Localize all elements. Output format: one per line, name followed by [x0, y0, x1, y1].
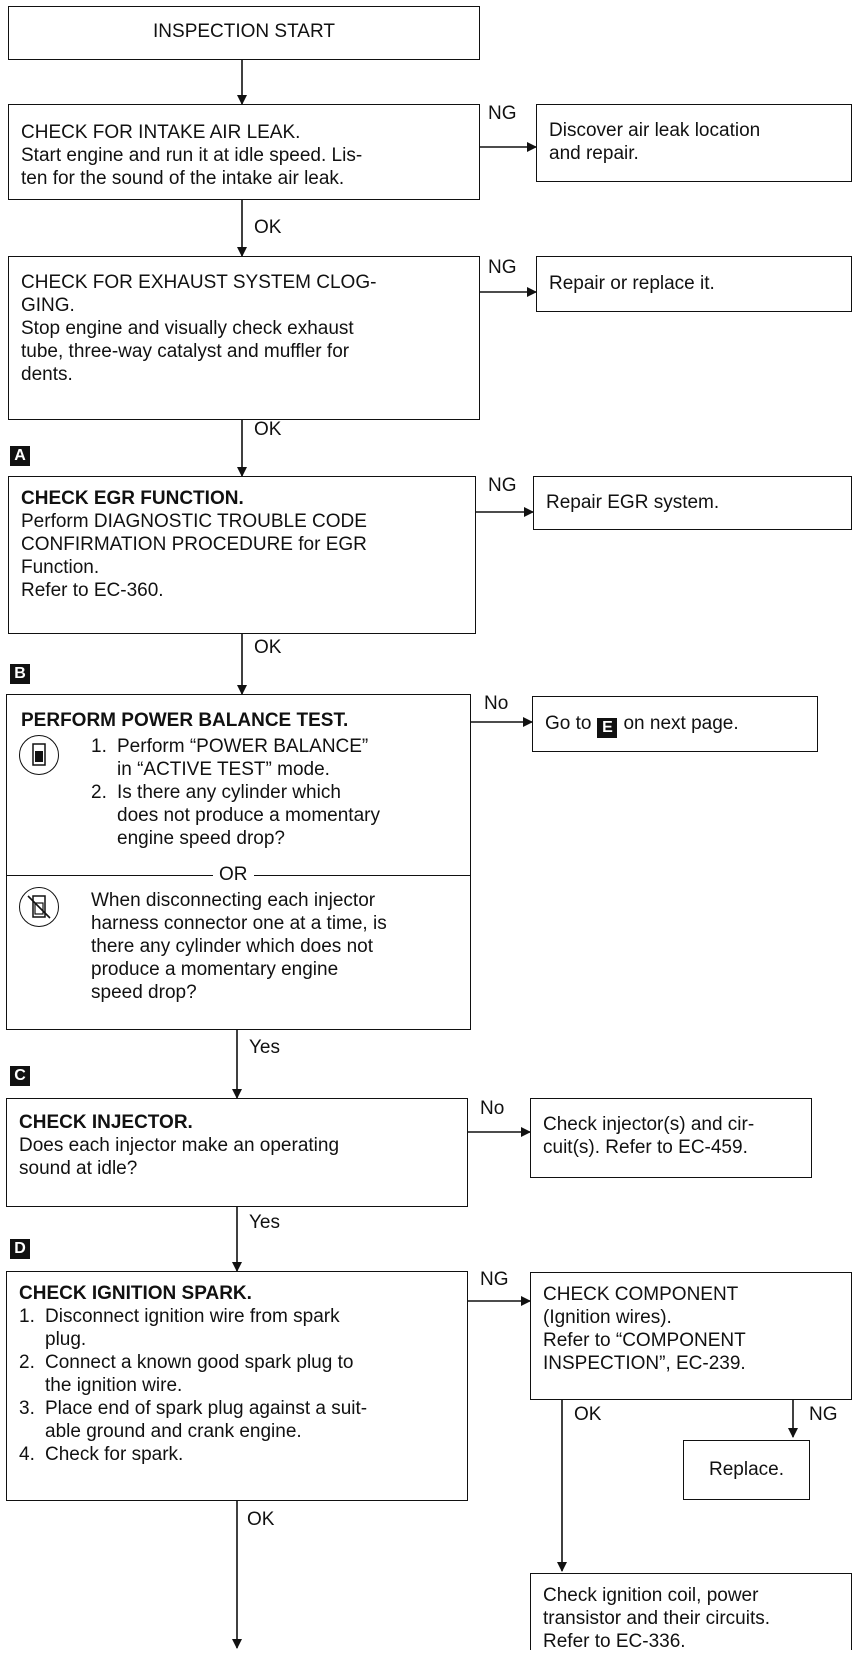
ignition-step-num: 4. [19, 1444, 35, 1465]
egr-line: CONFIRMATION PROCEDURE for EGR [21, 534, 367, 555]
intake-ng-result-line: Discover air leak location [549, 120, 761, 141]
injector-no-label: No [478, 1098, 507, 1119]
injector-yes-label: Yes [247, 1212, 282, 1233]
egr-line: Refer to EC-360. [21, 580, 164, 601]
egr-ok-label: OK [252, 637, 284, 658]
ignition-step-line: Connect a known good spark plug to [45, 1352, 354, 1373]
coil-line: Refer to EC-336. [543, 1631, 686, 1652]
power-no-result-pre: Go to [545, 713, 592, 734]
injector-no-result-line: cuit(s). Refer to EC-459. [543, 1137, 748, 1158]
component-ng-label: NG [807, 1404, 840, 1425]
injector-no-result-line: Check injector(s) and cir- [543, 1114, 755, 1135]
egr-line: Function. [21, 557, 100, 578]
component-line: INSPECTION”, EC-239. [543, 1353, 746, 1374]
ignition-ng-label: NG [478, 1269, 511, 1290]
injector-line: sound at idle? [19, 1158, 138, 1179]
power-yes-label: Yes [247, 1037, 282, 1058]
power-step2-line: Is there any cylinder which [117, 782, 341, 803]
egr-ng-result: Repair EGR system. [546, 492, 720, 513]
component-ok-label: OK [572, 1404, 604, 1425]
power-step1-num: 1. [91, 736, 107, 757]
inspection-start-box: INSPECTION START [8, 6, 480, 60]
intake-ng-result-box: Discover air leak location and repair. [536, 104, 852, 182]
or-label: OR [213, 865, 254, 885]
ignition-step-line: the ignition wire. [45, 1375, 183, 1396]
power-no-result-post: on next page. [623, 713, 739, 734]
egr-ng-result-box: Repair EGR system. [533, 476, 852, 530]
marker-b: B [10, 664, 30, 684]
ignition-step-line: able ground and crank engine. [45, 1421, 302, 1442]
ignition-step-line: Place end of spark plug against a suit- [45, 1398, 368, 1419]
intake-ok-label: OK [252, 217, 284, 238]
power-title: PERFORM POWER BALANCE TEST. [21, 710, 349, 731]
intake-title: CHECK FOR INTAKE AIR LEAK. [21, 122, 301, 143]
coil-line: transistor and their circuits. [543, 1608, 771, 1629]
ignition-step-num: 2. [19, 1352, 35, 1373]
power-step2-num: 2. [91, 782, 107, 803]
power-no-label: No [482, 693, 511, 714]
replace-label: Replace. [709, 1459, 784, 1480]
consult-tool-icon [19, 735, 59, 775]
power-step2-line: engine speed drop? [117, 828, 285, 849]
power-step1-line: in “ACTIVE TEST” mode. [117, 759, 330, 780]
power-step1-line: Perform “POWER BALANCE” [117, 736, 369, 757]
injector-check-box: CHECK INJECTOR. Does each injector make … [6, 1098, 468, 1207]
exhaust-ng-result-box: Repair or replace it. [536, 256, 852, 312]
power-alt-line: speed drop? [91, 982, 197, 1003]
power-alt-line: produce a momentary engine [91, 959, 339, 980]
injector-title: CHECK INJECTOR. [19, 1112, 193, 1133]
ignition-step-line: plug. [45, 1329, 87, 1350]
exhaust-line: GING. [21, 295, 75, 316]
power-step2-line: does not produce a momentary [117, 805, 380, 826]
egr-check-box: CHECK EGR FUNCTION. Perform DIAGNOSTIC T… [8, 476, 476, 634]
ignition-step-line: Disconnect ignition wire from spark [45, 1306, 340, 1327]
intake-ng-result-line: and repair. [549, 143, 639, 164]
exhaust-ng-result: Repair or replace it. [549, 273, 715, 294]
egr-line: Perform DIAGNOSTIC TROUBLE CODE [21, 511, 367, 532]
marker-c: C [10, 1066, 30, 1086]
ignition-step-line: Check for spark. [45, 1444, 184, 1465]
injector-line: Does each injector make an operating [19, 1135, 340, 1156]
intake-line: ten for the sound of the intake air leak… [21, 168, 345, 189]
ignition-ok-label: OK [245, 1509, 277, 1530]
coil-line: Check ignition coil, power [543, 1585, 759, 1606]
marker-d: D [10, 1239, 30, 1259]
exhaust-ng-label: NG [486, 257, 519, 278]
exhaust-title: CHECK FOR EXHAUST SYSTEM CLOG- [21, 272, 377, 293]
ignition-step-num: 3. [19, 1398, 35, 1419]
power-alt-line: When disconnecting each injector [91, 890, 376, 911]
injector-no-result-box: Check injector(s) and cir- cuit(s). Refe… [530, 1098, 812, 1178]
intake-check-box: CHECK FOR INTAKE AIR LEAK. Start engine … [8, 104, 480, 200]
exhaust-check-box: CHECK FOR EXHAUST SYSTEM CLOG- GING. Sto… [8, 256, 480, 420]
exhaust-line: Stop engine and visually check exhaust [21, 318, 354, 339]
egr-title: CHECK EGR FUNCTION. [21, 488, 244, 509]
replace-box: Replace. [683, 1440, 810, 1500]
exhaust-line: dents. [21, 364, 73, 385]
intake-ng-label: NG [486, 103, 519, 124]
no-tool-icon [19, 887, 59, 927]
exhaust-ok-label: OK [252, 419, 284, 440]
marker-e: E [597, 718, 618, 738]
marker-a: A [10, 446, 30, 466]
component-line: CHECK COMPONENT [543, 1284, 739, 1305]
component-check-box: CHECK COMPONENT (Ignition wires). Refer … [530, 1272, 852, 1400]
ignition-check-box: CHECK IGNITION SPARK. 1. Disconnect igni… [6, 1271, 468, 1501]
component-line: Refer to “COMPONENT [543, 1330, 746, 1351]
egr-ng-label: NG [486, 475, 519, 496]
ignition-step-num: 1. [19, 1306, 35, 1327]
exhaust-line: tube, three-way catalyst and muffler for [21, 341, 350, 362]
power-balance-box: PERFORM POWER BALANCE TEST. 1. Perform “… [6, 694, 471, 1030]
power-alt-line: there any cylinder which does not [91, 936, 373, 957]
ignition-coil-box: Check ignition coil, power transistor an… [530, 1573, 852, 1652]
power-alt-line: harness connector one at a time, is [91, 913, 387, 934]
ignition-title: CHECK IGNITION SPARK. [19, 1283, 252, 1304]
component-line: (Ignition wires). [543, 1307, 672, 1328]
start-label: INSPECTION START [153, 21, 335, 42]
intake-line: Start engine and run it at idle speed. L… [21, 145, 363, 166]
